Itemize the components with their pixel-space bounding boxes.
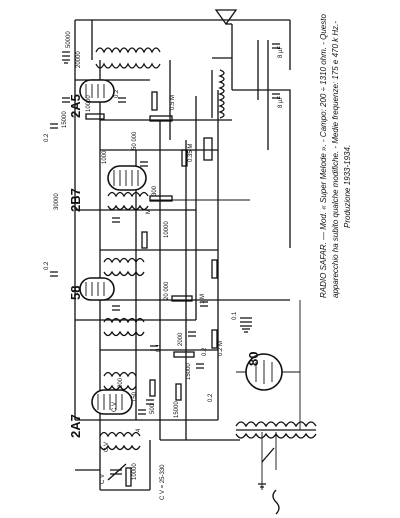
label-c10000c: 10000	[132, 463, 138, 480]
antenna-coil	[99, 431, 141, 451]
ground-symbols	[62, 59, 266, 488]
label-c15000c: 15000	[174, 401, 180, 418]
if-transformer-1	[107, 191, 149, 211]
label-c200: 200	[118, 377, 124, 388]
label-c02b: 0.2	[44, 133, 50, 142]
tube-80	[245, 353, 283, 391]
label-c4: 4	[136, 428, 142, 432]
tube-2a7	[91, 389, 133, 415]
output-transformer	[95, 47, 161, 69]
if-transformer-3	[103, 317, 145, 337]
label-cm: M	[146, 209, 152, 214]
speaker-field-coil	[211, 69, 225, 119]
tube-label-2a5: 2A5	[68, 94, 83, 118]
label-c2000: 2000	[178, 332, 184, 346]
label-c500: 500	[150, 403, 156, 414]
tube-58	[79, 277, 115, 301]
antenna-symbol	[214, 9, 238, 26]
label-c8uf1: 8 µF	[278, 46, 284, 58]
label-c10000b: 10000	[164, 221, 170, 238]
label-c20000b: 20 000	[164, 281, 170, 300]
caption-line-1: RADIO SAFAR. — Mod. « Super Melode ». - …	[319, 14, 328, 298]
tube-label-80: 80	[246, 352, 261, 366]
label-c1m: 1 M	[200, 294, 206, 304]
label-c02m: 0.2 M	[218, 341, 224, 356]
label-c05m: 0.5 M	[170, 95, 176, 110]
label-c150: 150	[132, 391, 138, 402]
label-c10000: 10000	[86, 95, 92, 112]
label-c02d: 0.2	[202, 347, 208, 356]
power-transformer	[235, 421, 317, 439]
label-cv3: C V	[100, 474, 106, 484]
label-c1000: 1000	[102, 150, 108, 164]
label-c035m: 0.35 M	[188, 144, 194, 162]
label-cv2: C V	[112, 402, 118, 412]
tube-2b7	[107, 165, 147, 191]
label-cv1: C V	[104, 442, 110, 452]
wiring	[74, 19, 301, 491]
label-c8uf2: 8 µF	[278, 96, 284, 108]
label-c30000: 30000	[54, 193, 60, 210]
label-c02c: 0.2	[44, 261, 50, 270]
capacitors	[50, 43, 280, 415]
label-cvrange: C V = 25-330	[160, 464, 166, 500]
tube-label-2b7: 2B7	[68, 188, 83, 212]
resistors	[85, 91, 218, 487]
label-c02a: 0.2	[114, 89, 120, 98]
component-labels: 50000 20000 15000 10000 0.2 0.2 0.5 M 50…	[44, 31, 284, 500]
if-transformer-2	[103, 257, 145, 277]
tube-2a5	[79, 79, 115, 103]
label-c50000: 50000	[66, 31, 72, 48]
tube-label-2a7: 2A7	[68, 414, 83, 438]
label-c15000b: 15000	[186, 363, 192, 380]
caption: RADIO SAFAR. — Mod. « Super Melode ». - …	[319, 14, 352, 298]
label-c02e: 0.2	[208, 393, 214, 402]
label-c300: 300	[152, 185, 158, 196]
oscillator-coil	[103, 371, 137, 391]
tube-label-58: 58	[68, 286, 83, 300]
label-c50000b: 50 000	[132, 131, 138, 150]
label-c01b: 0.1	[156, 343, 162, 352]
caption-line-2: apparecchio ha subito qualche modifiche.…	[331, 21, 340, 298]
label-c15000: 15000	[62, 111, 68, 128]
power-switch	[261, 447, 280, 515]
caption-line-3: Produzione 1933-1934.	[343, 145, 352, 228]
label-c20000: 20000	[76, 51, 82, 68]
label-c01: 0.1	[232, 311, 238, 320]
